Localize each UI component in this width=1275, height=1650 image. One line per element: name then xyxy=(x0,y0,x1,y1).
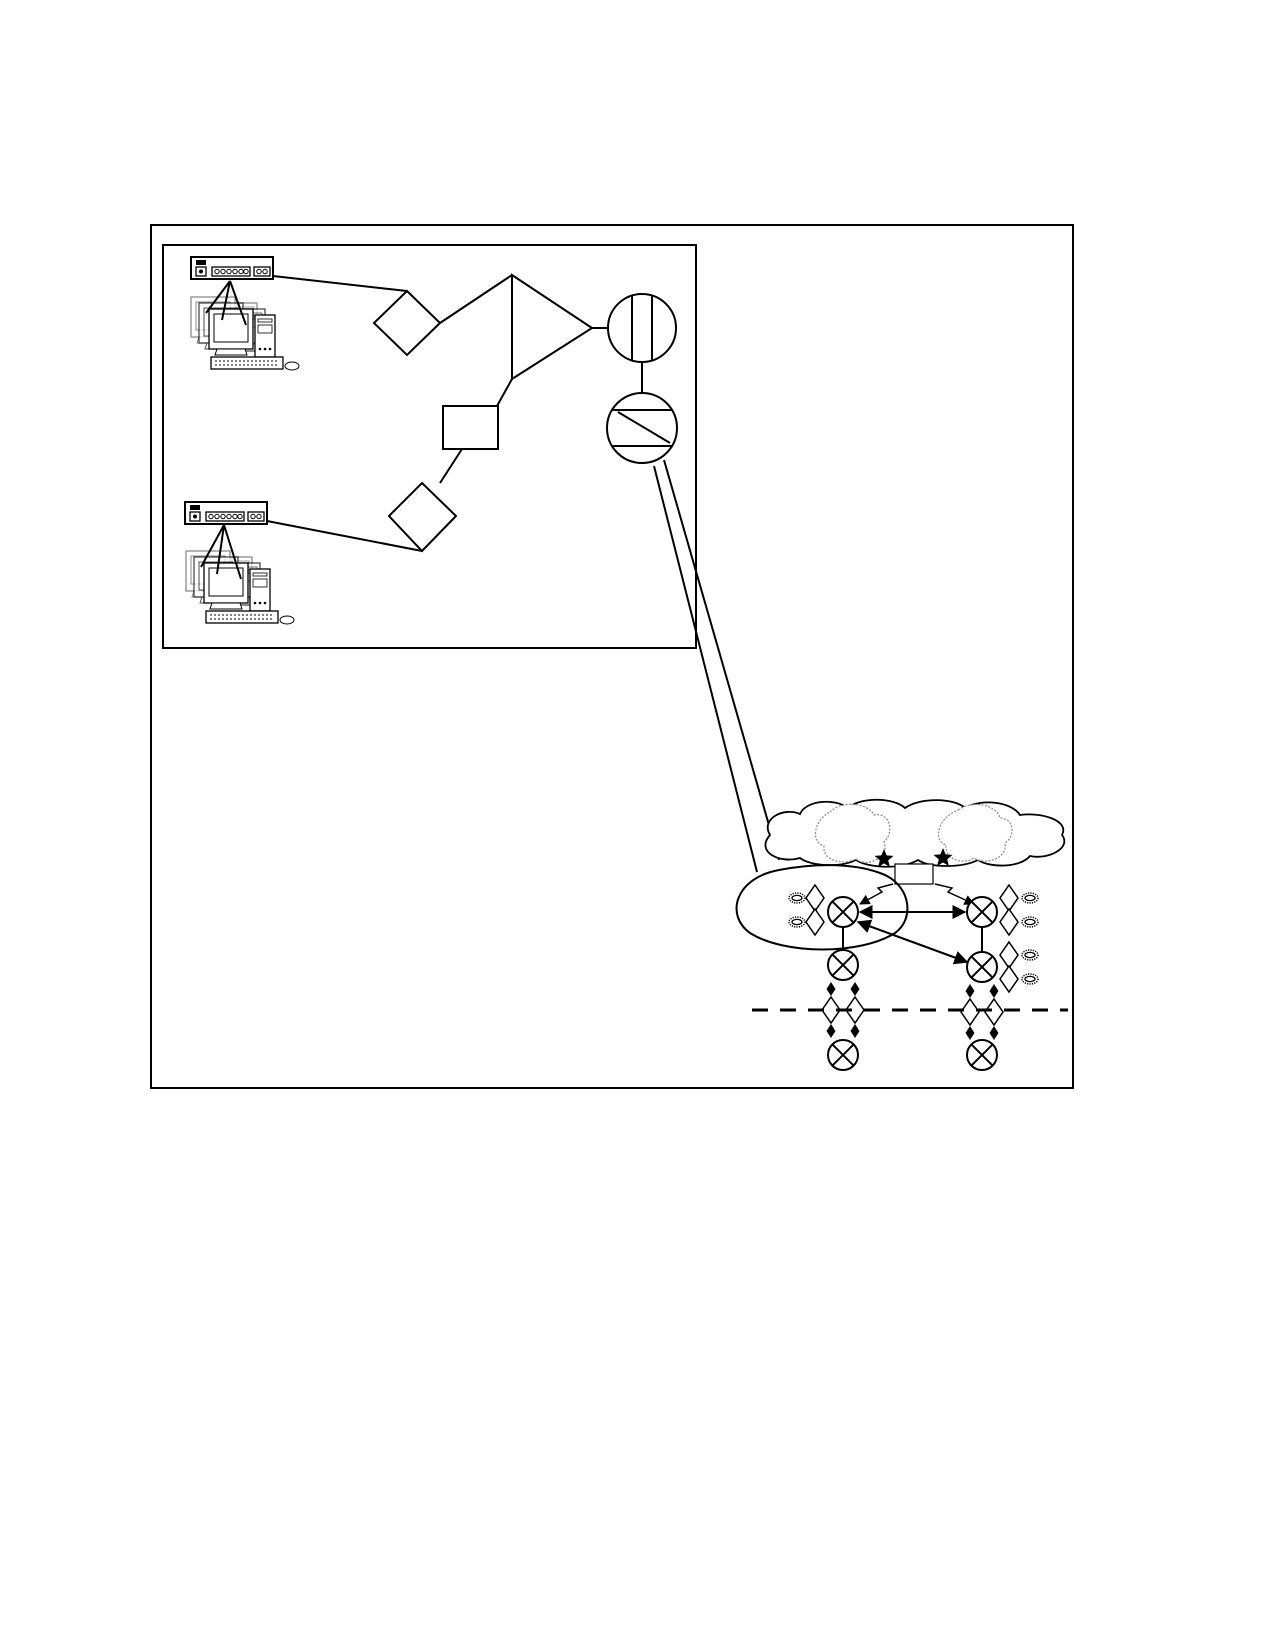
inner-network-box xyxy=(162,244,697,649)
network-hub-icon xyxy=(190,256,274,280)
diamond-small xyxy=(999,965,1019,993)
hub-to-workstation-line xyxy=(229,280,247,326)
solid-diamond xyxy=(989,1026,999,1040)
wireless-link xyxy=(859,883,894,905)
link-line xyxy=(496,378,513,407)
hub-to-workstation-line xyxy=(216,524,225,575)
workstation-cluster-icon xyxy=(191,297,299,370)
coil-antenna-icon xyxy=(1021,973,1039,985)
rectangle-node xyxy=(442,405,499,450)
coil-antenna-icon xyxy=(1021,892,1039,904)
hub-to-workstation-line xyxy=(200,524,225,568)
link-line xyxy=(266,520,423,552)
zoom-callout-line xyxy=(663,459,780,861)
diamond-node xyxy=(372,289,442,357)
coil-antenna-icon xyxy=(1021,916,1039,928)
solid-diamond xyxy=(965,1026,975,1040)
diamond-small xyxy=(960,998,980,1026)
diamond-small xyxy=(999,884,1019,912)
crossed-circle-node-icon xyxy=(827,949,859,981)
coil-antenna-icon xyxy=(1021,949,1039,961)
hub-to-workstation-line xyxy=(223,524,242,580)
bidirectional-link xyxy=(856,919,969,965)
diamond-small xyxy=(999,941,1019,969)
hub-to-workstation-line xyxy=(205,280,231,314)
diamond-small xyxy=(999,908,1019,936)
workstation-cluster-icon xyxy=(186,551,294,624)
crossed-circle-node-icon xyxy=(827,1039,859,1071)
crossed-circle-node-icon xyxy=(966,896,998,928)
solid-diamond xyxy=(850,982,860,996)
cloud-box xyxy=(894,863,934,885)
link-line xyxy=(439,448,463,484)
diamond-small xyxy=(984,998,1004,1026)
zoom-callout-line xyxy=(653,465,758,873)
coil-antenna-icon xyxy=(788,892,806,904)
wireless-link xyxy=(934,883,975,905)
solid-diamond xyxy=(989,984,999,998)
link-line xyxy=(272,275,408,292)
crossed-circle-node-icon xyxy=(966,1039,998,1071)
outer-frame xyxy=(150,224,1074,1089)
solid-diamond xyxy=(826,1024,836,1038)
circle-diagonal-node xyxy=(606,392,678,464)
hub-to-workstation-line xyxy=(221,280,231,321)
solid-diamond xyxy=(850,1024,860,1038)
coil-antenna-icon xyxy=(788,916,806,928)
link-line xyxy=(439,274,513,324)
circle-bars-node xyxy=(607,293,677,363)
diamond-node xyxy=(387,481,458,553)
solid-diamond xyxy=(965,984,975,998)
network-hub-icon xyxy=(184,501,268,525)
triangle-node xyxy=(511,273,594,381)
crossed-circle-node-icon xyxy=(827,896,859,928)
solid-diamond xyxy=(826,982,836,996)
callout-oval xyxy=(735,864,909,951)
crossed-circle-node-icon xyxy=(966,951,998,983)
cloud-icon xyxy=(764,798,1066,868)
diamond-small xyxy=(805,908,825,936)
diamond-small xyxy=(805,884,825,912)
